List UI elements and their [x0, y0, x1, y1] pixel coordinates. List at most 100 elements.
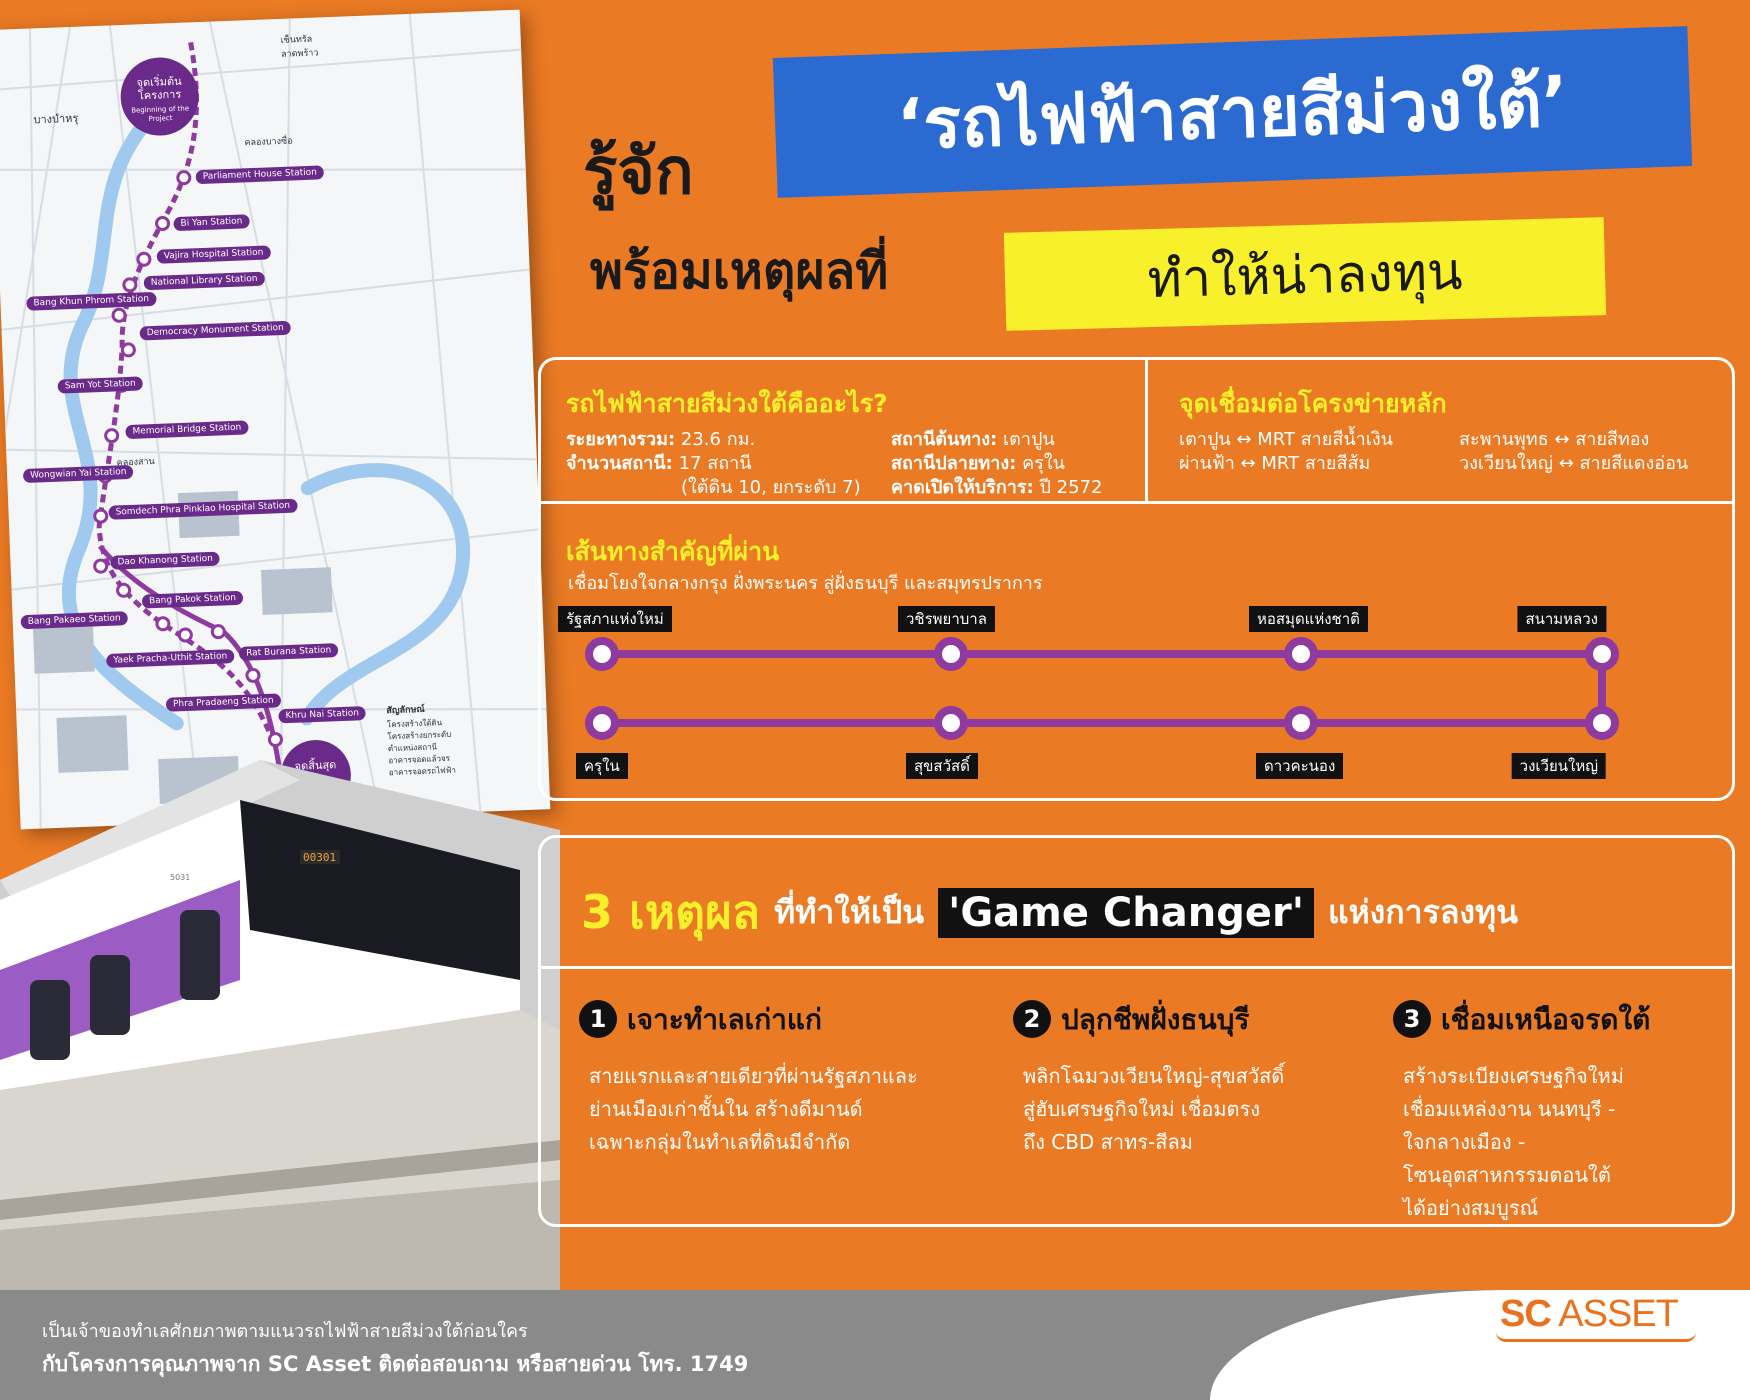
open-row: คาดเปิดให้บริการ: ปี 2572 [891, 472, 1102, 501]
stations-label: จำนวนสถานี: [566, 453, 673, 474]
route-line-connector [1598, 654, 1606, 724]
connection-line: สายสีทอง [1575, 429, 1650, 450]
connection-station: สะพานพุทธ [1459, 429, 1549, 450]
terminal-value: ครุใน [1022, 453, 1065, 474]
headline-line2: พร้อมเหตุผลที่ [590, 242, 889, 300]
connection-line: MRT สายสีน้ำเงิน [1257, 429, 1393, 450]
route-station-label: สุขสวัสดิ์ [906, 753, 978, 779]
terminal-row: สถานีปลายทาง: ครุใน [891, 448, 1065, 477]
route-station-label: วชิรพยาบาล [898, 606, 995, 632]
route-station-node [1284, 637, 1318, 671]
route-station-node [585, 637, 619, 671]
divider [541, 501, 1732, 504]
reasons-count: 3 เหตุผล [581, 885, 761, 939]
route-station-label: หอสมุดแห่งชาติ [1249, 606, 1368, 632]
route-subtitle: เชื่อมโยงใจกลางกรุง ฝั่งพระนคร สู่ฝั่งธน… [568, 573, 1043, 594]
route-station-node [934, 706, 968, 740]
reason-line: เชื่อมแหล่งงาน นนทบุรี - [1403, 1097, 1616, 1121]
logo-bold-text: SC [1500, 1293, 1552, 1335]
reason-line: เฉพาะกลุ่มในทำเลที่ดินมีจำกัด [589, 1130, 851, 1154]
connection-arrow-icon: ↔ [1240, 453, 1256, 474]
map-place-bangbamru: บางบำหรุ [33, 111, 79, 127]
route-station-label: วงเวียนใหญ่ [1511, 753, 1606, 779]
train-photo: 00301 5031 [0, 760, 560, 1290]
reasons-heading-mid: ที่ทำให้เป็น [774, 893, 925, 931]
connection-line: MRT สายสีส้ม [1261, 453, 1371, 474]
headline-banner: ‘รถไฟฟ้าสายสีม่วงใต้’ [772, 26, 1693, 198]
footer: เป็นเจ้าของทำเลศักยภาพตามแนวรถไฟฟ้าสายสี… [0, 1290, 1750, 1400]
reason-title: ปลุกชีพฝั่งธนบุรี [1061, 1003, 1250, 1036]
route-station-label: รัฐสภาแห่งใหม่ [558, 606, 672, 632]
reason-body: พลิกโฉมวงเวียนใหญ่-สุขสวัสดิ์ สู่ฮับเศรษ… [1023, 1060, 1284, 1159]
route-map-image: จุดเริ่มต้นโครงการ Beginning of the Proj… [0, 9, 551, 830]
footer-line1: เป็นเจ้าของทำเลศักยภาพตามแนวรถไฟฟ้าสายสี… [42, 1321, 528, 1342]
connection-line: สายสีแดงอ่อน [1579, 453, 1689, 474]
open-label: คาดเปิดให้บริการ: [891, 477, 1034, 498]
distance-label: ระยะทางรวม: [566, 429, 676, 450]
reason-title: เจาะทำเลเก่าแก่ [627, 1003, 822, 1036]
route-station-label: สนามหลวง [1517, 606, 1606, 632]
what-is-title: รถไฟฟ้าสายสีม่วงใต้คืออะไร? [566, 389, 888, 418]
headline-banner-text: ‘รถไฟฟ้าสายสีม่วงใต้’ [895, 59, 1570, 166]
sc-asset-logo: SC ASSET [1500, 1293, 1679, 1336]
origin-row: สถานีต้นทาง: เตาปูน [891, 424, 1055, 453]
reason-line: ได้อย่างสมบูรณ์ [1403, 1196, 1539, 1220]
connection-item: ผ่านฟ้า ↔ MRT สายสีส้ม [1179, 448, 1370, 477]
connection-arrow-icon: ↔ [1554, 429, 1570, 450]
reason-line: สายแรกและสายเดียวที่ผ่านรัฐสภาและ [589, 1064, 918, 1088]
route-station-node [1284, 706, 1318, 740]
connection-item: เตาปูน ↔ MRT สายสีน้ำเงิน [1179, 424, 1393, 453]
route-station-node [1585, 706, 1619, 740]
route-station-node [934, 637, 968, 671]
stations-note: (ใต้ดิน 10, ยกระดับ 7) [681, 477, 861, 498]
reasons-box: 3 เหตุผล ที่ทำให้เป็น 'Game Changer' แห่… [538, 835, 1735, 1227]
reasons-heading-highlight: 'Game Changer' [938, 887, 1314, 938]
reasons-heading: 3 เหตุผล ที่ทำให้เป็น 'Game Changer' แห่… [581, 876, 1518, 949]
route-title: เส้นทางสำคัญที่ผ่าน [566, 537, 780, 566]
reason-line: ย่านเมืองเก่าชั้นใน สร้างดีมานด์ [589, 1097, 863, 1121]
origin-value: เตาปูน [1003, 429, 1055, 450]
reason-title: เชื่อมเหนือจรดใต้ [1441, 1003, 1651, 1036]
reason-line: โซนอุตสาหกรรมตอนใต้ [1403, 1163, 1611, 1187]
stations-row: จำนวนสถานี: 17 สถานี [566, 448, 752, 477]
reason-number-badge: 1 [579, 1000, 617, 1038]
connection-item: วงเวียนใหญ่ ↔ สายสีแดงอ่อน [1459, 448, 1688, 477]
connection-station: ผ่านฟ้า [1179, 453, 1235, 474]
connection-arrow-icon: ↔ [1558, 453, 1574, 474]
train-number-panel [300, 850, 340, 864]
headline-highlight: ทำให้น่าลงทุน [1003, 217, 1607, 331]
origin-label: สถานีต้นทาง: [891, 429, 998, 450]
reason-line: ถึง CBD สาทร-สีลม [1023, 1130, 1193, 1154]
connection-arrow-icon: ↔ [1236, 429, 1252, 450]
connections-title: จุดเชื่อมต่อโครงข่ายหลัก [1179, 389, 1447, 418]
footer-line2: กับโครงการคุณภาพจาก SC Asset ติดต่อสอบถา… [42, 1352, 749, 1376]
open-value: ปี 2572 [1039, 477, 1103, 498]
map-start-label-en: Beginning of the Project [131, 104, 190, 123]
logo-text: ASSET [1550, 1293, 1679, 1335]
reason-number-badge: 3 [1393, 1000, 1431, 1038]
route-station-node [585, 706, 619, 740]
reasons-heading-tail: แห่งการลงทุน [1327, 893, 1519, 931]
logo-swoosh-icon [1496, 1332, 1696, 1342]
map-start-label: จุดเริ่มต้นโครงการ [136, 74, 182, 103]
stations-value: 17 สถานี [678, 453, 752, 474]
reason-line: ใจกลางเมือง - [1403, 1130, 1526, 1154]
map-place-central: เซ็นทรัล ลาดพร้าว [280, 34, 319, 60]
reason-line: พลิกโฉมวงเวียนใหญ่-สุขสวัสดิ์ [1023, 1064, 1285, 1088]
train-car-number: 5031 [170, 873, 190, 882]
map-graphic [0, 13, 547, 829]
reason-line: สู่ฮับเศรษฐกิจใหม่ เชื่อมตรง [1023, 1097, 1261, 1121]
reason-line: สร้างระเบียงเศรษฐกิจใหม่ [1403, 1064, 1624, 1088]
reason-body: สายแรกและสายเดียวที่ผ่านรัฐสภาและ ย่านเม… [589, 1060, 918, 1159]
train-number: 00301 [303, 851, 336, 864]
route-station-node [1585, 637, 1619, 671]
divider [1145, 360, 1148, 501]
terminal-label: สถานีปลายทาง: [891, 453, 1017, 474]
map-place-khlongbangsue: คลองบางซื่อ [244, 136, 293, 149]
route-line-bottom [606, 719, 1606, 727]
route-station-label: ครุใน [576, 753, 628, 779]
connection-station: วงเวียนใหญ่ [1459, 453, 1553, 474]
connection-item: สะพานพุทธ ↔ สายสีทอง [1459, 424, 1649, 453]
divider [541, 966, 1732, 969]
route-station-label: ดาวคะนอง [1256, 753, 1344, 779]
